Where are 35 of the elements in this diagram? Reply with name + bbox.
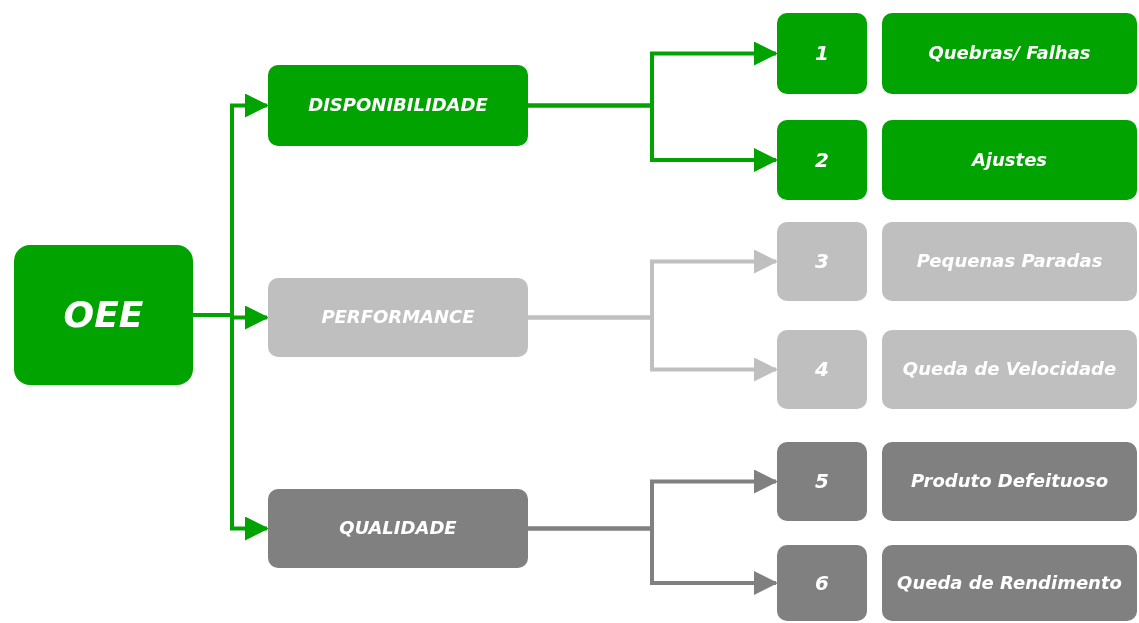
- arrow: [528, 103, 778, 172]
- category-box: [268, 65, 528, 146]
- loss-box: [882, 442, 1137, 521]
- box-label: 3: [815, 248, 829, 275]
- box-label: Quebras/ Falhas: [928, 41, 1091, 66]
- loss-box: [882, 330, 1137, 409]
- number-box: [777, 13, 867, 94]
- box-label: PERFORMANCE: [321, 305, 475, 330]
- root-box: [14, 245, 193, 385]
- box-label: 2: [815, 146, 829, 174]
- number-box: [777, 222, 867, 301]
- box-label: 1: [815, 40, 829, 67]
- box-label: Queda de Velocidade: [902, 357, 1117, 382]
- box-label: 4: [815, 356, 829, 383]
- loss-box: [882, 545, 1137, 621]
- loss-box: [882, 13, 1137, 94]
- number-box: [777, 545, 867, 621]
- box-label: DISPONIBILIDADE: [308, 93, 488, 118]
- category-box: [268, 278, 528, 357]
- box-label: Pequenas Paradas: [916, 249, 1103, 274]
- number-box: [777, 442, 867, 521]
- arrow: [528, 315, 778, 382]
- number-box: [777, 120, 867, 200]
- box-label: 5: [815, 468, 829, 495]
- box-label: QUALIDADE: [339, 516, 457, 541]
- box-label: Queda de Rendimento: [897, 570, 1122, 595]
- box-label: OEE: [63, 292, 144, 337]
- arrow: [528, 526, 778, 595]
- category-box: [268, 489, 528, 568]
- box-label: 6: [815, 569, 829, 597]
- box-label: Produto Defeituoso: [910, 469, 1108, 494]
- box-label: Ajustes: [971, 147, 1048, 172]
- number-box: [777, 330, 867, 409]
- loss-box: [882, 120, 1137, 200]
- loss-box: [882, 222, 1137, 301]
